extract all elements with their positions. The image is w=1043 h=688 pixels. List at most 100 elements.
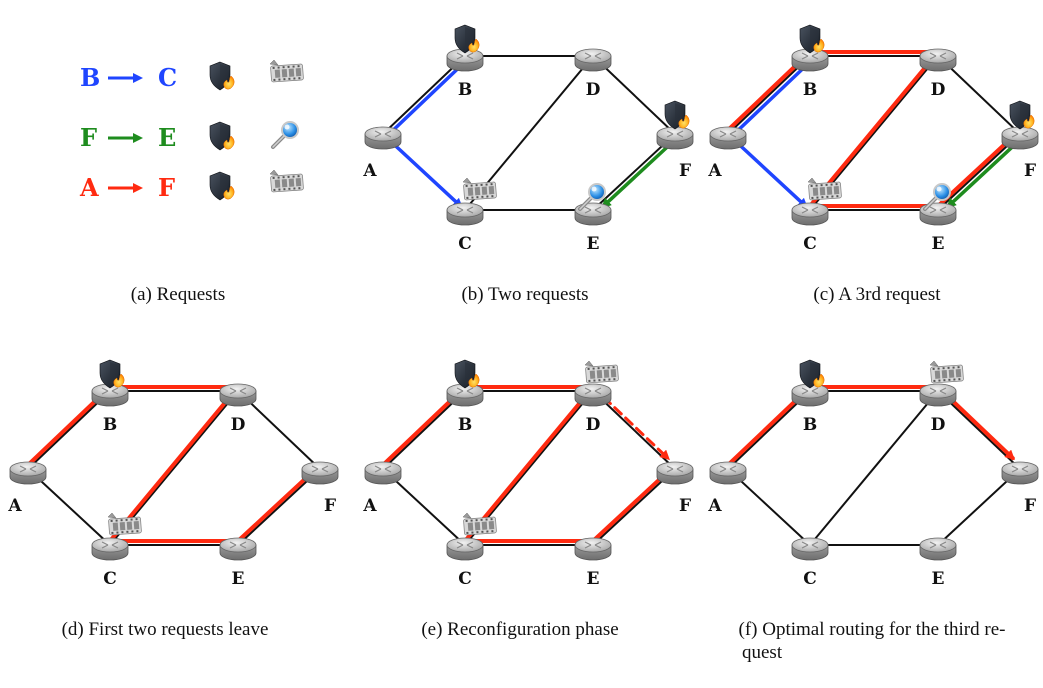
router-C <box>791 202 829 226</box>
video-film-icon <box>584 360 619 384</box>
node-label-D: D <box>231 415 246 435</box>
caption-c: (c) A 3rd request <box>813 284 941 305</box>
firewall-shield-icon <box>1009 100 1035 130</box>
video-film-icon <box>462 177 497 201</box>
request-destination: E <box>158 123 176 152</box>
node-label-B: B <box>458 415 472 435</box>
node-label-A: A <box>707 496 722 516</box>
request-destination: F <box>158 173 175 202</box>
video-film-icon <box>462 512 497 536</box>
router-F <box>656 126 694 150</box>
request-source: F <box>80 123 97 152</box>
router-B <box>91 383 129 407</box>
link-DF <box>937 55 1021 135</box>
node-label-A: A <box>7 496 22 516</box>
link-AB <box>727 55 811 135</box>
router-E <box>919 537 957 561</box>
router-E <box>574 537 612 561</box>
router-D <box>919 48 957 72</box>
node-label-A: A <box>362 161 377 181</box>
caption-b: (b) Two requests <box>461 284 588 305</box>
node-label-A: A <box>707 161 722 181</box>
link-DF <box>592 55 676 135</box>
node-label-D: D <box>931 80 946 100</box>
router-B <box>791 48 829 72</box>
router-F <box>1001 461 1039 485</box>
node-label-F: F <box>324 496 336 516</box>
node-label-E: E <box>932 234 945 254</box>
router-A <box>709 461 747 485</box>
path-green-FE <box>601 135 680 209</box>
node-label-B: B <box>803 80 817 100</box>
panel-a: (a) Requests <box>131 284 225 305</box>
firewall-shield-icon <box>209 121 235 151</box>
magnifier-icon <box>923 183 951 211</box>
caption-f-line1: (f) Optimal routing for the third re- <box>739 619 1006 640</box>
video-film-icon <box>929 360 964 384</box>
node-label-D: D <box>586 415 601 435</box>
node-label-A: A <box>362 496 377 516</box>
router-C <box>446 202 484 226</box>
node-label-F: F <box>1024 496 1036 516</box>
link-AB <box>382 55 466 135</box>
router-B <box>446 48 484 72</box>
router-A <box>9 461 47 485</box>
caption-f-line2: quest <box>742 642 783 663</box>
path-green-FE <box>946 135 1025 209</box>
node-label-E: E <box>232 569 245 589</box>
links <box>727 55 1021 211</box>
caption-e: (e) Reconfiguration phase <box>421 619 618 640</box>
links <box>27 390 321 546</box>
router-A <box>364 461 402 485</box>
request-source: B <box>80 63 100 92</box>
link-DF <box>237 390 321 470</box>
routing-paths <box>726 385 1015 467</box>
path-red-ABDF <box>726 385 1015 467</box>
router-E <box>219 537 257 561</box>
node-label-E: E <box>587 234 600 254</box>
node-label-C: C <box>458 234 472 254</box>
links <box>382 390 676 546</box>
node-label-E: E <box>587 569 600 589</box>
router-A <box>364 126 402 150</box>
service-icons <box>799 24 1035 211</box>
firewall-shield-icon <box>664 100 690 130</box>
node-label-E: E <box>932 569 945 589</box>
firewall-shield-icon <box>799 24 825 54</box>
firewall-shield-icon <box>209 171 235 201</box>
video-film-icon <box>107 512 142 536</box>
request-source: A <box>79 173 99 202</box>
link-AB <box>727 390 811 470</box>
node-label-C: C <box>103 569 117 589</box>
router-F <box>1001 126 1039 150</box>
node-label-B: B <box>458 80 472 100</box>
router-E <box>574 202 612 226</box>
links <box>727 390 1021 546</box>
service-icons <box>454 359 619 536</box>
router-F <box>301 461 339 485</box>
routing-paths <box>726 50 1025 209</box>
node-label-B: B <box>803 415 817 435</box>
service-icons <box>99 359 142 536</box>
router-C <box>446 537 484 561</box>
firewall-shield-icon <box>454 24 480 54</box>
router-C <box>91 537 129 561</box>
link-CD <box>809 390 939 546</box>
caption-d: (d) First two requests leave <box>62 619 269 640</box>
router-B <box>791 383 829 407</box>
router-A <box>709 126 747 150</box>
node-label-F: F <box>679 496 691 516</box>
video-film-icon <box>269 59 304 83</box>
node-label-D: D <box>586 80 601 100</box>
